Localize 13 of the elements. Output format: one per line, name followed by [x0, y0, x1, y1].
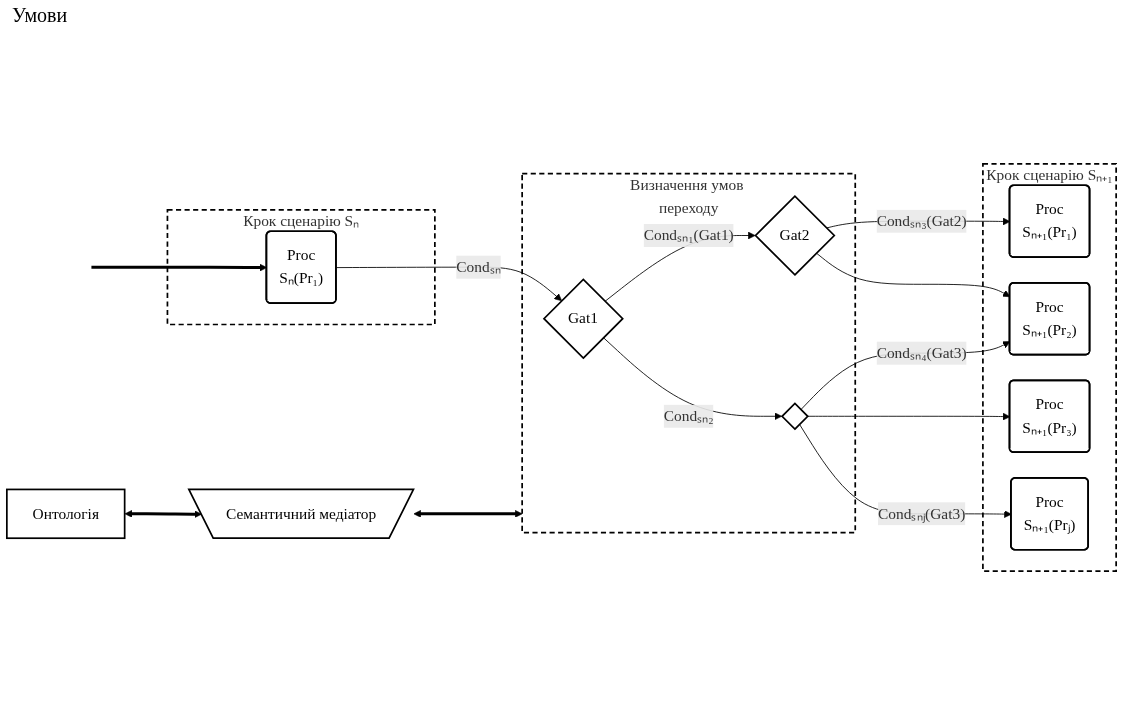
arrow: [124, 510, 202, 518]
edge-label: Condₛₙ₂: [663, 407, 714, 425]
node-diamond: Gat1: [542, 278, 624, 360]
edge-label: Condₛₙⱼ(Gat3): [878, 504, 966, 522]
node-diamond: Gat2: [754, 194, 836, 277]
edge-label: Condₛₙ₄(Gat3): [876, 344, 967, 362]
edge-label: Condₛₙ₃(Gat2): [876, 212, 967, 230]
node-box: Онтологія: [6, 488, 126, 540]
arrow: [413, 510, 523, 518]
edge-label: Condₛₙ₁(Gat1): [643, 226, 734, 244]
note-label: Умови: [12, 4, 68, 27]
node-diamond: [780, 402, 809, 431]
edge-label: Condₛₙ: [456, 258, 501, 276]
